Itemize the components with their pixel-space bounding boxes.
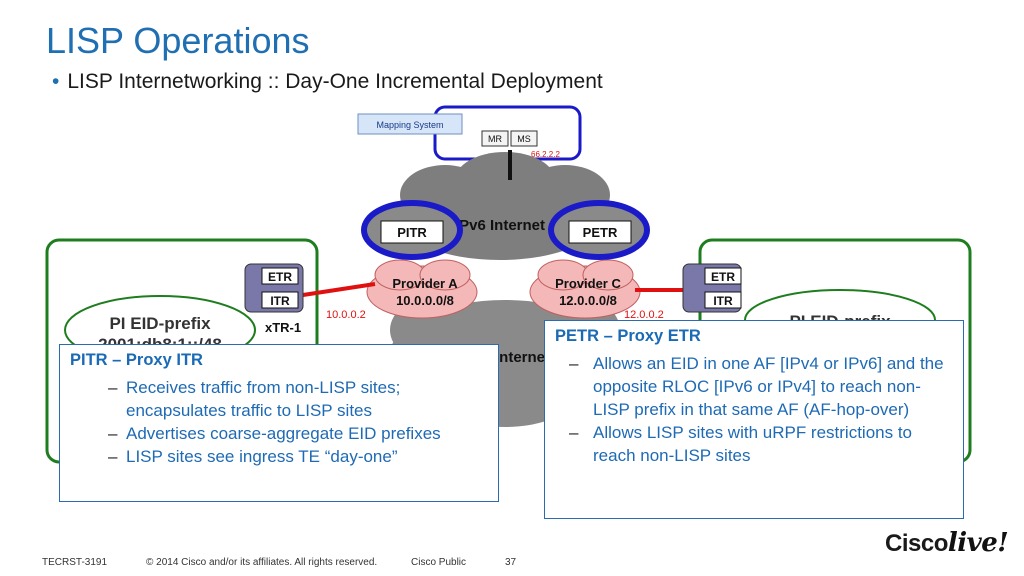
dash-icon: – <box>108 378 118 397</box>
provider-a-prefix: 10.0.0.0/8 <box>396 293 454 308</box>
logo-cisco-text: Cisco <box>885 530 948 557</box>
left-rloc-link <box>302 282 376 297</box>
page-number: 37 <box>505 557 517 568</box>
right-rloc-ip: 12.0.0.2 <box>624 309 664 321</box>
petr-item-1: Allows an EID in one AF [IPv4 or IPv6] a… <box>593 354 944 419</box>
pitr-callout-title: PITR – Proxy ITR <box>70 351 203 369</box>
ms-node <box>510 130 538 147</box>
provider-a-name: Provider A <box>392 276 458 291</box>
left-xtr-name: xTR-1 <box>265 320 301 335</box>
petr-callout-title: PETR – Proxy ETR <box>555 327 701 345</box>
left-itr-label: ITR <box>270 294 290 308</box>
ms-label: MS <box>517 134 531 144</box>
classification: Cisco Public <box>411 557 467 568</box>
list-item: –Allows LISP sites with uRPF restriction… <box>555 421 953 467</box>
cisco-live-logo: Ciscolive! <box>885 528 1009 558</box>
list-item: –Advertises coarse-aggregate EID prefixe… <box>70 422 488 445</box>
pitr-item-2: Advertises coarse-aggregate EID prefixes <box>126 424 441 443</box>
mapping-system-label: Mapping System <box>376 120 443 130</box>
left-xtr-router <box>244 263 304 313</box>
provider-c-name: Provider C <box>555 276 621 291</box>
ms-ip: 66.2.2.2 <box>531 150 560 159</box>
petr-label: PETR <box>583 225 618 240</box>
list-item: –LISP sites see ingress TE “day-one” <box>70 445 488 468</box>
pitr-label: PITR <box>397 225 427 240</box>
pitr-node <box>380 220 444 244</box>
ipv6-internet-label: IPv6 Internet <box>455 217 545 234</box>
dash-icon: – <box>108 447 118 466</box>
pitr-item-1: Receives traffic from non-LISP sites; en… <box>126 378 401 420</box>
right-xtr-router <box>682 263 742 313</box>
slide-bullet: • LISP Internetworking :: Day-One Increme… <box>52 70 603 94</box>
list-item: –Allows an EID in one AF [IPv4 or IPv6] … <box>555 352 953 421</box>
mr-node <box>481 130 509 147</box>
left-etr-label: ETR <box>268 270 292 284</box>
mapping-system-tag <box>357 113 463 135</box>
left-site-prefix-label: PI EID-prefix <box>109 314 211 333</box>
dash-icon: – <box>569 423 579 442</box>
right-itr-label: ITR <box>713 294 733 308</box>
logo-live-text: live! <box>947 528 1009 558</box>
mr-label: MR <box>488 134 502 144</box>
session-id: TECRST-3191 <box>42 557 108 568</box>
pitr-callout: PITR – Proxy ITR –Receives traffic from … <box>59 344 499 502</box>
slide-title: LISP Operations <box>46 20 310 61</box>
copyright: © 2014 Cisco and/or its affiliates. All … <box>146 557 378 568</box>
bullet-text: LISP Internetworking :: Day-One Incremen… <box>67 70 603 93</box>
provider-a-cloud <box>366 259 478 319</box>
provider-c-cloud <box>529 259 641 319</box>
dash-icon: – <box>569 354 579 373</box>
petr-node <box>568 220 632 244</box>
provider-c-prefix: 12.0.0.0/8 <box>559 293 617 308</box>
bullet-dot-icon: • <box>52 70 60 93</box>
right-etr-label: ETR <box>711 270 735 284</box>
pitr-item-3: LISP sites see ingress TE “day-one” <box>126 447 398 466</box>
dash-icon: – <box>108 424 118 443</box>
petr-callout-list: –Allows an EID in one AF [IPv4 or IPv6] … <box>555 352 953 467</box>
left-rloc-ip: 10.0.0.2 <box>326 309 366 321</box>
pitr-callout-list: –Receives traffic from non-LISP sites; e… <box>70 376 488 468</box>
petr-item-2: Allows LISP sites with uRPF restrictions… <box>593 423 913 465</box>
petr-callout: PETR – Proxy ETR –Allows an EID in one A… <box>544 320 964 519</box>
list-item: –Receives traffic from non-LISP sites; e… <box>70 376 488 422</box>
ipv6-internet-cloud <box>395 152 610 260</box>
